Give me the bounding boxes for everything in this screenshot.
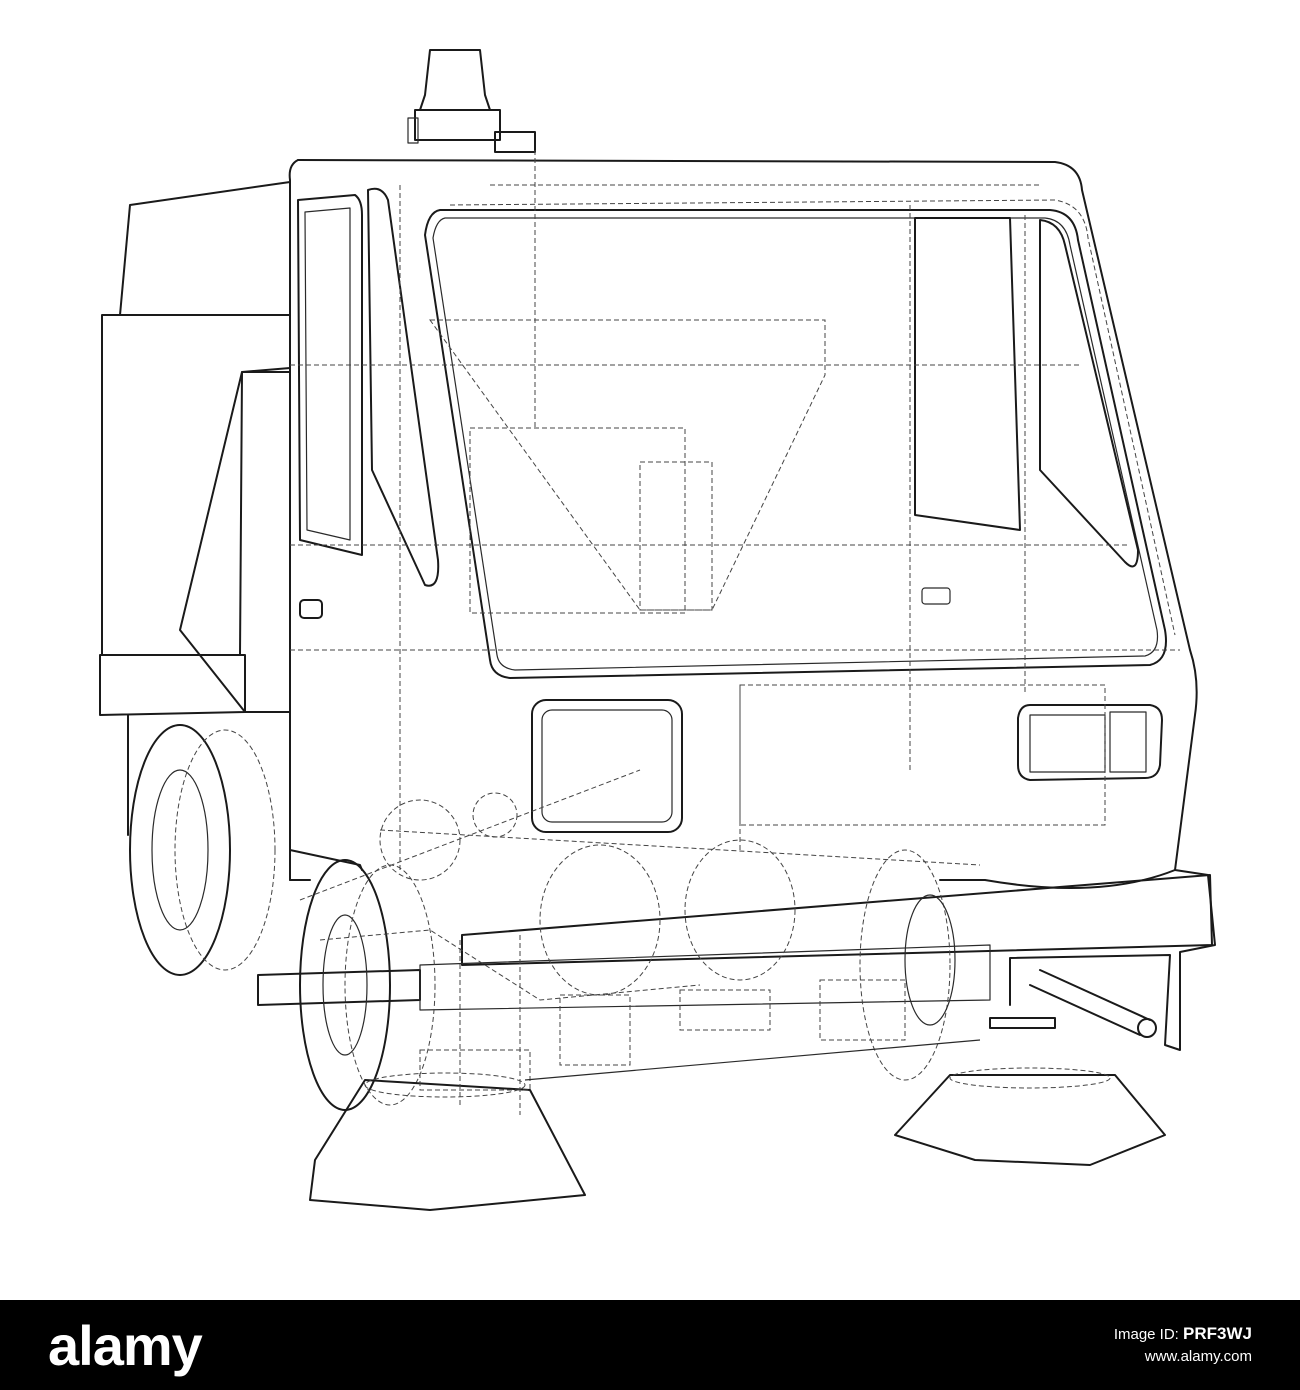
right-window — [914, 217, 1139, 605]
stock-banner: alamy Image ID: PRF3WJ www.alamy.com — [0, 1300, 1300, 1390]
image-id-value: PRF3WJ — [1183, 1323, 1252, 1343]
image-id-prefix: Image ID: — [1113, 1325, 1179, 1343]
alamy-logo: alamy — [48, 1313, 203, 1377]
image-id-line: Image ID: PRF3WJ — [1114, 1323, 1252, 1346]
rear-left-wheel — [127, 714, 276, 976]
side-door — [289, 187, 440, 871]
right-brush — [894, 969, 1166, 1166]
site-url[interactable]: www.alamy.com — [1144, 1347, 1252, 1365]
interior-hidden-lines — [290, 150, 1180, 870]
street-sweeper-wireframe-drawing — [99, 49, 1216, 1211]
front-grille — [531, 699, 683, 833]
roof-beacon — [407, 49, 536, 153]
front-bumper — [257, 874, 1213, 1011]
rear-hopper — [99, 181, 291, 716]
undercarriage — [299, 769, 981, 1115]
headlight — [1017, 704, 1163, 781]
cab-outline — [288, 159, 1216, 1051]
image-reference: Image ID: PRF3WJ www.alamy.com — [1114, 1323, 1252, 1368]
front-right-wheel — [859, 849, 956, 1081]
front-left-wheel — [299, 859, 436, 1111]
windshield — [424, 199, 1176, 679]
left-brush — [309, 1072, 586, 1211]
